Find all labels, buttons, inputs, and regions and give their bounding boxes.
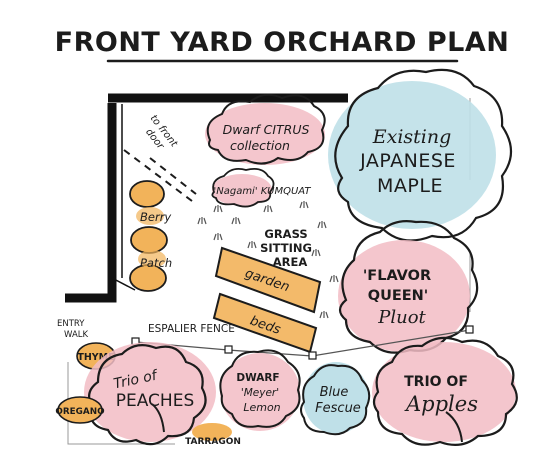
entry-walk-label-1: ENTRY [57,319,85,329]
blue-fescue-label-1: Blue [320,385,349,400]
oregano-shape [57,396,103,424]
berry-patch-fill-extra [136,207,166,268]
berry-patch-shapes [129,180,168,292]
blue-fescue-label-2: Fescue [315,401,361,416]
dwarf-citrus-label-2: collection [230,138,290,153]
pluot-label-1: 'FLAVOR [363,268,431,284]
japanese-maple-shape [328,68,513,242]
apples-label-1: TRIO OF [404,374,468,390]
maple-label-3: MAPLE [377,175,443,197]
entry-walk-label-2: WALK [64,330,88,340]
thyme-label: THYME [77,352,114,363]
meyer-lemon-label-1: DWARF [236,372,279,384]
pluot-shape [338,220,479,354]
door-step [111,277,136,291]
dwarf-citrus-shape [205,93,326,165]
kumquat-label: 'Nagami' KUMQUAT [213,186,311,197]
front-door-path-3 [149,157,197,195]
pluot-label-3: Pluot [377,307,426,328]
meyer-lemon-label-3: Lemon [243,401,280,414]
berry-label: Berry [140,210,171,224]
grass-tufts [197,201,339,319]
grass-area-label-3: AREA [273,255,308,269]
front-door-path-1 [123,149,197,205]
kumquat-shape [211,167,275,208]
patch-label: Patch [140,256,172,270]
maple-label-2: JAPANESE [359,150,456,172]
blue-fescue-shape [300,362,371,436]
meyer-lemon-label-2: 'Meyer' [241,387,279,399]
maple-label-1: Existing [372,126,452,148]
tarragon-label: TARRAGON [185,437,241,447]
house-wall [65,103,117,303]
apples-shape [372,336,518,447]
espalier-fence-label: ESPALIER FENCE [148,323,235,335]
peaches-shape [84,342,216,446]
dwarf-citrus-label-1: Dwarf CITRUS [223,122,310,137]
grass-area-label-2: SITTING [260,241,312,255]
peaches-label-2: PEACHES [116,391,195,411]
tarragon-shape [192,423,232,441]
oregano-label: OREGANO [55,407,105,417]
fence-posts [131,325,474,360]
espalier-fence-line [135,329,471,357]
pluot-label-2: QUEEN' [368,288,429,304]
to-front-door-label: to front door [143,113,180,152]
garden-bed-upper [214,246,322,314]
apples-label-2: Apples [404,392,478,416]
meyer-lemon-shape [219,349,301,431]
grass-area-label-1: GRASS [264,227,307,241]
plan-title: FRONT YARD ORCHARD PLAN [55,27,510,58]
